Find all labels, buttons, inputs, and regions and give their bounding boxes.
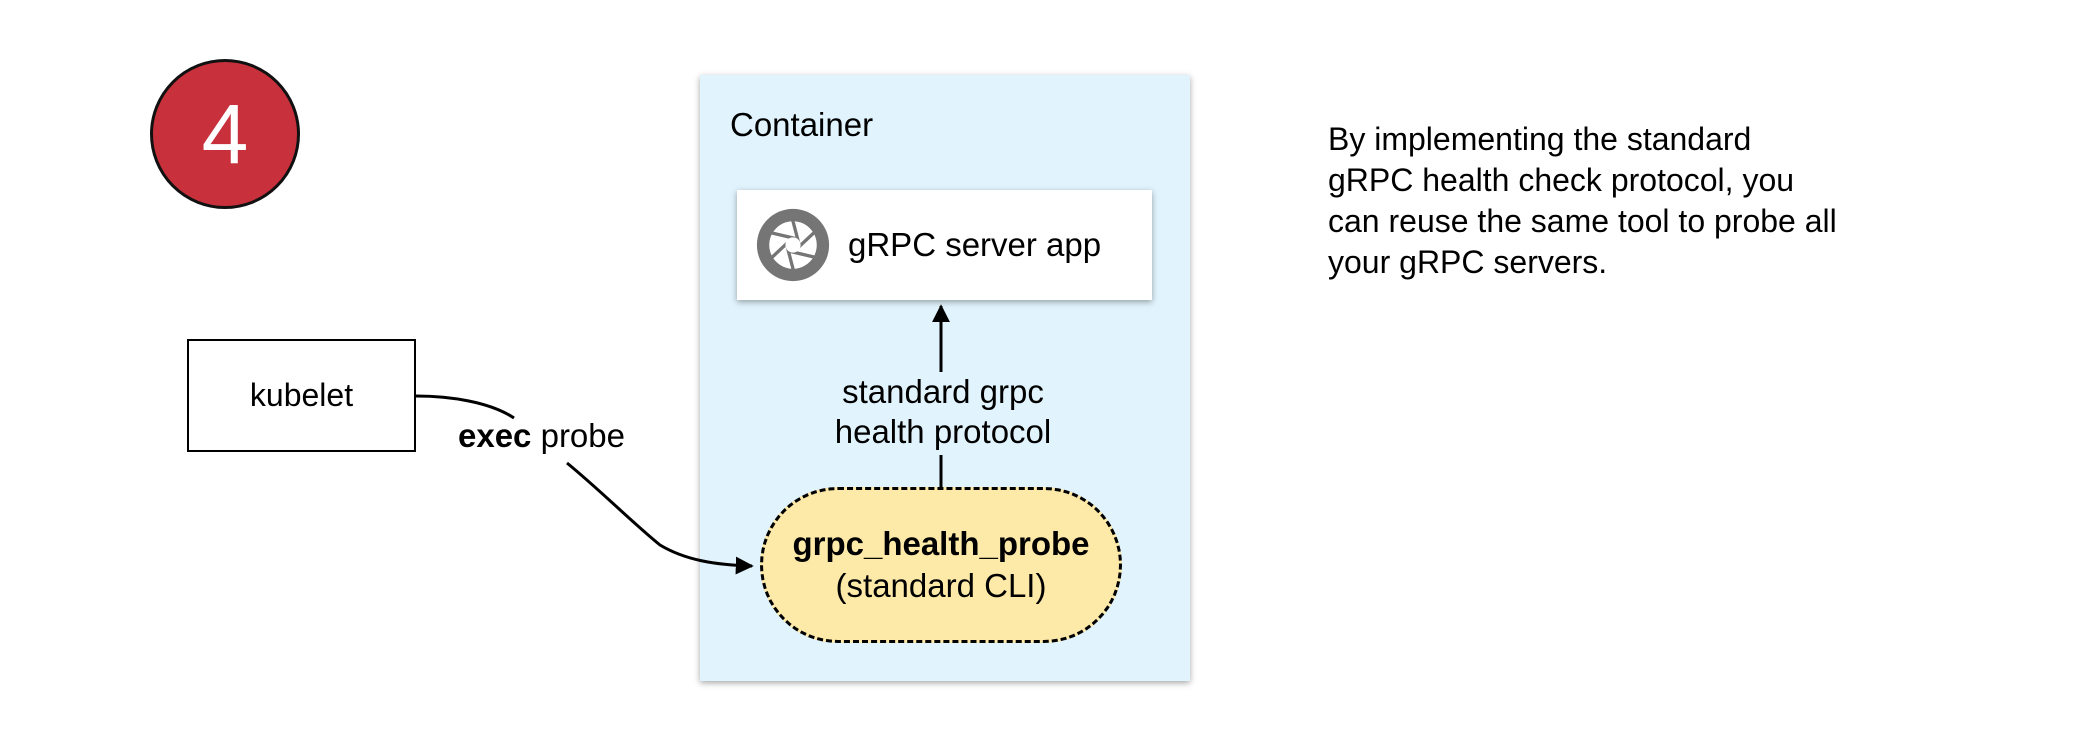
kubelet-label: kubelet	[249, 377, 354, 413]
probe-name: grpc_health_probe	[792, 525, 1090, 562]
description-line: can reuse the same tool to probe all	[1328, 203, 1837, 239]
description-line: your gRPC servers.	[1328, 244, 1608, 280]
protocol-label-line2: health protocol	[834, 413, 1052, 450]
exec-label-bold: exec	[458, 417, 532, 454]
step-number-badge: 4	[150, 59, 300, 209]
description-text: By implementing the standard gRPC health…	[1328, 119, 1948, 283]
kubelet-box: kubelet	[187, 339, 416, 452]
exec-label-rest: probe	[531, 417, 625, 454]
description-line: gRPC health check protocol, you	[1328, 162, 1795, 198]
description-line: By implementing the standard	[1328, 121, 1752, 157]
exec-probe-label: exec probe	[458, 417, 625, 455]
aperture-icon	[756, 208, 830, 282]
grpc-health-probe-box: grpc_health_probe (standard CLI)	[760, 487, 1122, 643]
probe-subtitle: (standard CLI)	[835, 567, 1047, 604]
protocol-label: standard grpc health protocol	[808, 372, 1078, 452]
protocol-label-line1: standard grpc	[842, 373, 1044, 410]
container-label: Container	[730, 106, 874, 143]
exec-probe-arrow-upper	[415, 394, 515, 420]
grpc-server-app-label: gRPC server app	[848, 226, 1102, 263]
